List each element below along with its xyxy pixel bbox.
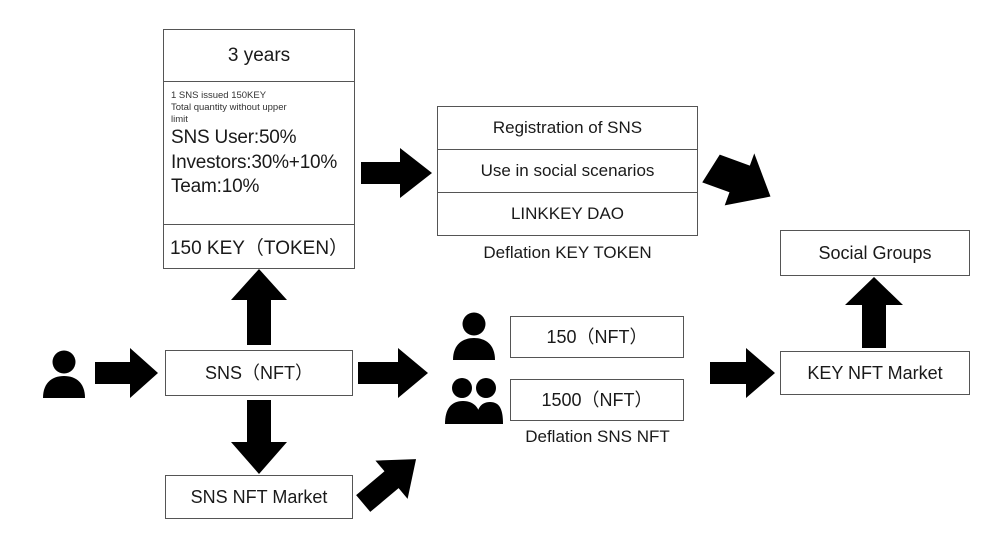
arrow-token-panel-to-key-usage — [361, 148, 432, 198]
key-usage-row-linkkey-dao: LINKKEY DAO — [510, 204, 625, 223]
token-panel-footer: 150 KEY（TOKEN） — [169, 238, 349, 259]
token-note-1: 1 SNS issued 150KEY — [171, 90, 267, 101]
token-note-3: limit — [171, 114, 188, 126]
caption-deflation-sns-nft: Deflation SNS NFT — [525, 427, 670, 446]
arrow-nft-values-to-key-market — [710, 348, 775, 398]
arrow-key-usage-to-social-groups — [702, 153, 771, 206]
box-social-groups: Social Groups — [780, 230, 970, 276]
group-of-people-icon — [445, 378, 503, 424]
token-issuance-panel: 3 years 1 SNS issued 150KEY Total quanti… — [163, 29, 355, 269]
arrow-sns-nft-to-holders — [358, 348, 428, 398]
token-note-2: Total quantity without upper — [171, 102, 287, 114]
box-key-nft-market: KEY NFT Market — [780, 351, 970, 395]
allocation-team: Team:10% — [171, 176, 260, 198]
allocation-sns-user: SNS User:50% — [171, 127, 297, 149]
arrow-market-to-holders — [356, 459, 417, 512]
box-sns-nft: SNS（NFT） — [165, 350, 353, 396]
arrow-key-market-to-social-groups — [845, 277, 903, 348]
arrow-sns-nft-to-sns-market — [231, 400, 287, 474]
nft-value-single: 150（NFT） — [510, 316, 684, 358]
token-panel-body: 1 SNS issued 150KEY Total quantity witho… — [164, 82, 354, 225]
single-person-icon — [43, 350, 85, 398]
allocation-investors: Investors:30%+10% — [171, 151, 338, 173]
arrow-user-to-sns-nft — [95, 348, 158, 398]
single-person-icon — [453, 312, 495, 360]
arrow-sns-nft-to-token-panel — [231, 269, 287, 345]
key-usage-row-social-scenarios: Use in social scenarios — [438, 150, 697, 193]
box-sns-nft-market: SNS NFT Market — [165, 475, 353, 519]
token-panel-header: 3 years — [164, 30, 354, 82]
caption-deflation-key-token: Deflation KEY TOKEN — [483, 243, 652, 262]
key-usage-stack: Registration of SNS Use in social scenar… — [437, 106, 698, 236]
key-usage-row-registration: Registration of SNS — [438, 107, 697, 150]
nft-value-group: 1500（NFT） — [510, 379, 684, 421]
